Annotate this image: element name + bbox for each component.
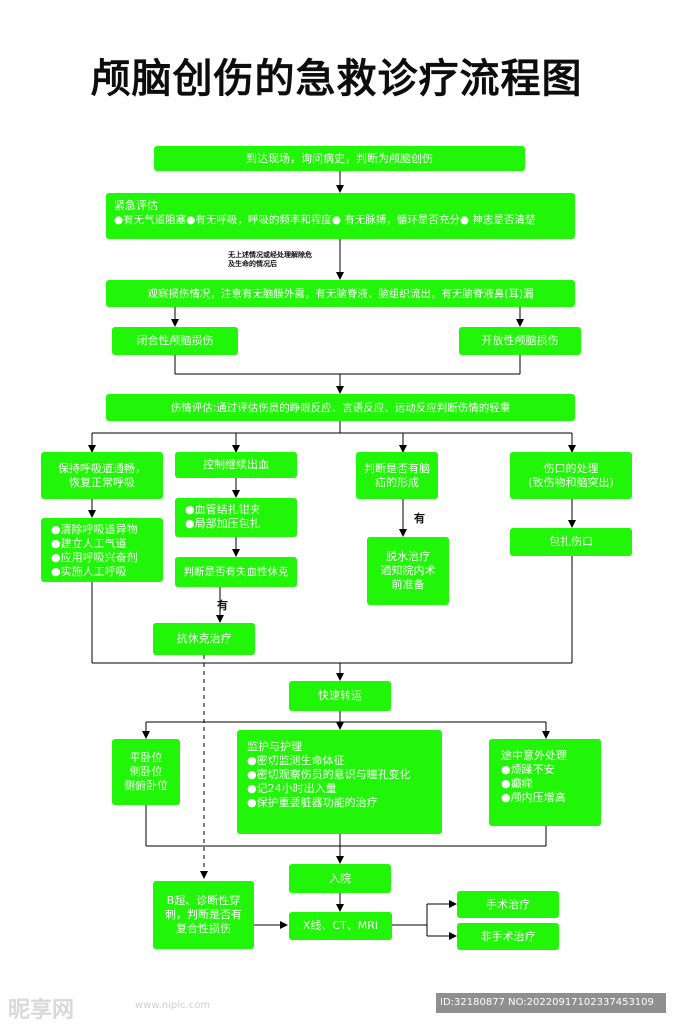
admit-box: 入院: [289, 864, 391, 893]
accident-item: ●癫痫: [501, 777, 533, 790]
yes-label-shock: 有: [217, 599, 228, 612]
transport-box: 快速转运: [289, 681, 391, 711]
position-line: 平卧位: [129, 751, 163, 764]
condition-note: 无上述情况或经处理解除危 及生命的情况后: [228, 251, 312, 269]
closed-injury-box: 闭合性颅脑损伤: [112, 327, 238, 355]
hernia-line-2: 疝的形成: [375, 475, 419, 489]
step-observe-box: 观察损伤情况，注意有无脑膜外露，有无脑脊液、脑组织流出，有无脑脊液鼻(耳)漏: [106, 280, 575, 307]
accident-item: ●颅内压增高: [501, 791, 566, 804]
anti-shock-box: 抗休克治疗: [153, 623, 255, 655]
wound-line-2: (致伤物和脑突出): [528, 475, 614, 489]
imaging-box: X线、CT、MRI: [289, 912, 392, 940]
monitor-box: 监护与护理 ●密切监测生命体征 ●密切观察伤员的意识与瞳孔变化 ●记24小时出入…: [237, 730, 442, 834]
airway-item: ●建立人工气道: [51, 537, 127, 550]
bscan-line: B超、诊断性穿: [166, 894, 241, 907]
watermark-url: www.nipic.com: [135, 1000, 211, 1011]
accident-title: 途中意外处理: [501, 749, 567, 762]
shock-judge-box: 判断是否有失血性休克: [175, 557, 297, 587]
dehydrate-line: 脱水治疗: [386, 550, 430, 563]
watermark-logo: 昵享网: [8, 998, 75, 1023]
open-injury-box: 开放性颅脑损伤: [459, 327, 581, 355]
step-urgent-box: 紧急评估 ●有无气道阻塞●有无呼吸，呼吸的频率和程度● 有无脉搏，循环是否充分●…: [106, 193, 575, 239]
non-surgery-box: 非手术治疗: [457, 923, 559, 950]
airway-list-box: ●清除呼吸道异物 ●建立人工气道 ●应用呼吸兴奋剂 ●实施人工呼吸: [41, 518, 163, 582]
monitor-item: ●记24小时出入量: [247, 782, 337, 795]
wound-treatment-box: 伤口的处理 (致伤物和脑突出): [510, 452, 632, 499]
step-assess-box: 伤情评估:通过评估伤员的睁眼反应、言语反应、运动反应判断伤情的轻重: [106, 394, 575, 421]
airway-line-1: 保持呼吸道通畅，: [58, 461, 146, 475]
hernia-judge-box: 判断是否有脑 疝的形成: [356, 452, 438, 499]
page-title: 颅脑创伤的急救诊疗流程图: [90, 56, 583, 102]
hernia-line-1: 判断是否有脑: [364, 461, 430, 475]
monitor-item: ●密切监测生命体征: [247, 754, 345, 767]
dehydrate-box: 脱水治疗 通知院内术 前准备: [367, 537, 449, 605]
watermark-id: ID:32180877 NO:20220917102337453109: [436, 993, 666, 1013]
airway-item: ●清除呼吸道异物: [51, 523, 138, 536]
position-box: 平卧位 侧卧位 侧俯卧位: [112, 739, 180, 805]
monitor-title: 监护与护理: [247, 740, 302, 753]
monitor-item: ●保护重要脏器功能的治疗: [247, 796, 378, 809]
monitor-item: ●密切观察伤员的意识与瞳孔变化: [247, 768, 411, 781]
position-line: 侧俯卧位: [124, 779, 168, 792]
urgent-items: ●有无气道阻塞●有无呼吸，呼吸的频率和程度● 有无脉搏，循环是否充分● 神志是否…: [114, 214, 536, 226]
bscan-box: B超、诊断性穿 刺，判断是否有 复合性损伤: [153, 881, 254, 949]
bleed-control-box: 控制继续出血: [175, 452, 297, 478]
note-line-2: 及生命的情况后: [228, 260, 277, 268]
dehydrate-line: 前准备: [391, 578, 425, 591]
note-line-1: 无上述情况或经处理解除危: [228, 251, 312, 259]
bscan-line: 复合性损伤: [176, 922, 231, 935]
urgent-title: 紧急评估: [114, 199, 158, 212]
surgery-box: 手术治疗: [457, 891, 559, 918]
yes-label-hernia: 有: [414, 512, 425, 525]
airway-item: ●应用呼吸兴奋剂: [51, 551, 138, 564]
airway-item: ●实施人工呼吸: [51, 565, 127, 578]
accident-box: 途中意外处理 ●烦躁不安 ●癫痫 ●颅内压增高: [489, 739, 601, 826]
airway-line-2: 恢复正常呼吸: [69, 475, 135, 489]
accident-item: ●烦躁不安: [501, 763, 555, 776]
bleed-list-box: ●血管结扎钳夹 ●局部加压包扎: [175, 498, 297, 537]
dehydrate-line: 通知院内术: [380, 564, 436, 577]
bleed-item: ●局部加压包扎: [185, 517, 261, 530]
step-arrive-box: 到达现场，询问病史，判断为颅脑创伤: [154, 146, 525, 171]
bscan-line: 刺，判断是否有: [165, 908, 242, 921]
position-line: 侧卧位: [129, 765, 163, 778]
wound-line-1: 伤口的处理: [543, 461, 599, 475]
bandage-box: 包扎伤口: [510, 528, 632, 556]
airway-box: 保持呼吸道通畅， 恢复正常呼吸: [41, 452, 163, 499]
bleed-item: ●血管结扎钳夹: [185, 503, 261, 516]
